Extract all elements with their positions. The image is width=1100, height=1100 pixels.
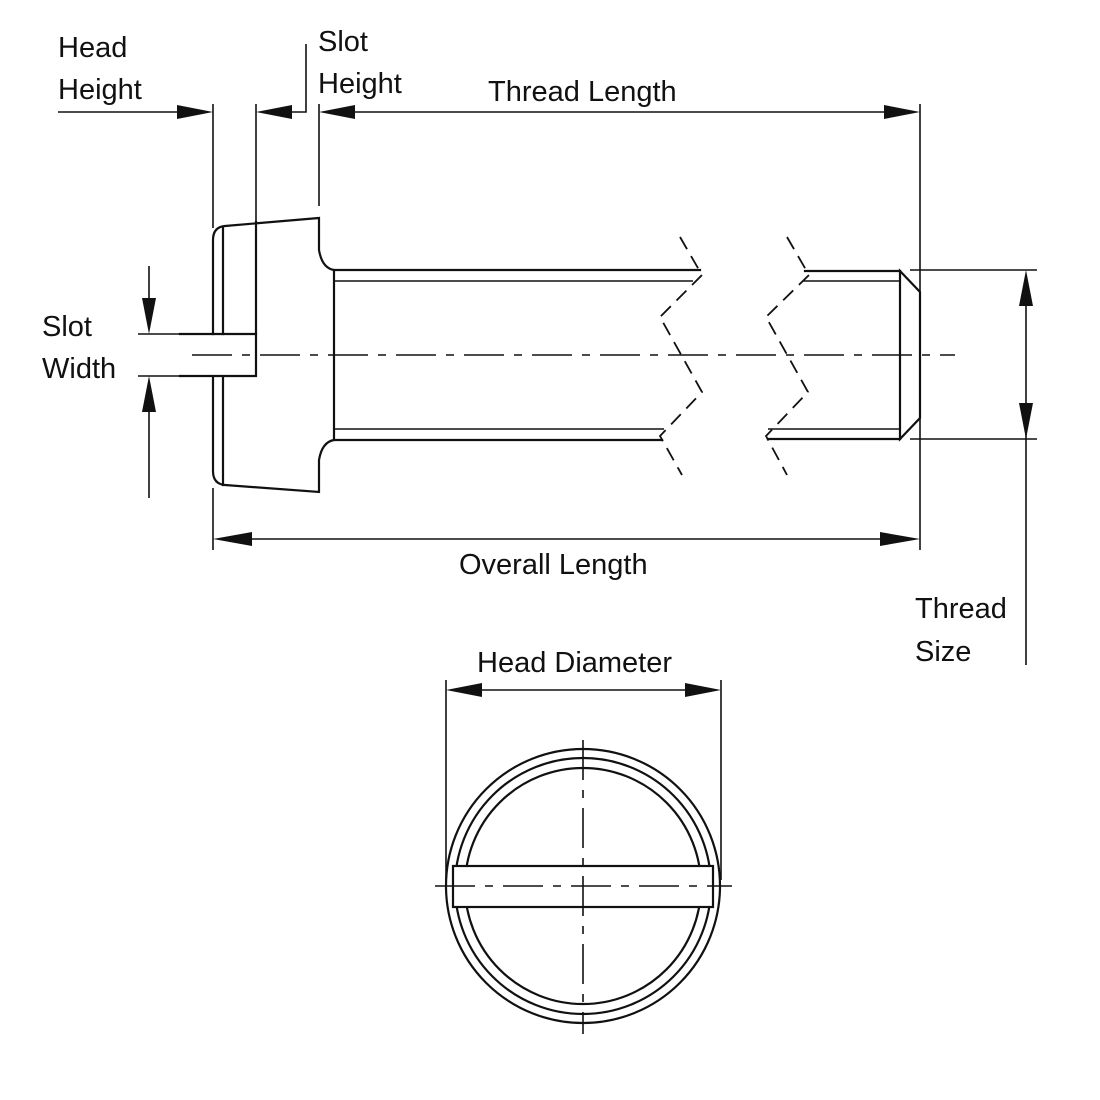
slot-width-label-line2: Width [42,353,116,385]
slot-width-label-line1: Slot [42,311,92,343]
overall-length-arrow-left [213,532,252,546]
thread-size-label-line2: Size [915,636,971,668]
slot-height-label-line1: Slot [318,26,368,58]
thread-size-label-line1: Thread [915,593,1007,625]
head-height-label-line2: Height [58,74,142,106]
labels: Head Height Slot Height Thread Length Sl… [42,26,1007,679]
slot-height-leader [270,44,307,113]
head-height-label-line1: Head [58,32,127,64]
head-diameter-arrow-right [685,683,721,697]
overall-length-arrow-right [880,532,920,546]
slot-width-arrow-bottom [142,376,156,412]
slot-height-arrow [256,105,292,119]
head-diameter-label: Head Diameter [477,647,672,679]
dimensions-side [58,44,1037,665]
thread-size-arrow-top [1019,270,1033,306]
break-line-left [658,236,704,476]
thread-length-arrow-left [319,105,355,119]
slot-height-label-line2: Height [318,68,402,100]
slot-width-arrow-top [142,298,156,334]
head-diameter-arrow-left [446,683,482,697]
thread-length-arrow-right [884,105,920,119]
side-view [178,216,955,494]
slot-outline [178,332,258,378]
thread-size-arrow-bottom [1019,403,1033,439]
top-view [435,680,732,1034]
thread-length-label: Thread Length [488,76,677,108]
overall-length-label: Overall Length [459,549,648,581]
head-height-arrow [177,105,213,119]
